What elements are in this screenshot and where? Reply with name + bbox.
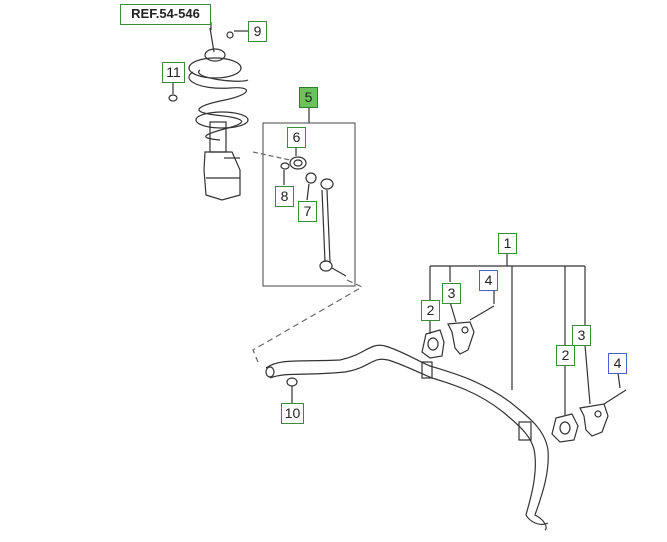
callout-4-left[interactable]: 4 — [479, 270, 498, 291]
callout-10[interactable]: 10 — [281, 403, 304, 424]
callout-3-left[interactable]: 3 — [442, 283, 461, 304]
bracket-right — [579, 389, 627, 437]
callout-11[interactable]: 11 — [162, 62, 185, 83]
callout-8[interactable]: 8 — [275, 186, 294, 207]
callout-9[interactable]: 9 — [248, 21, 267, 42]
callout-4-right[interactable]: 4 — [608, 353, 627, 374]
callout-5[interactable]: 5 — [299, 87, 318, 108]
callout-6[interactable]: 6 — [287, 127, 306, 148]
stabilizer-bar — [265, 344, 549, 531]
bracket-left — [447, 305, 495, 355]
bushing-left — [421, 329, 445, 359]
callout-7[interactable]: 7 — [298, 201, 317, 222]
callout-2-left[interactable]: 2 — [421, 300, 440, 321]
callout-2-right[interactable]: 2 — [556, 345, 575, 366]
callout-3-right[interactable]: 3 — [572, 325, 591, 346]
strut-assembly — [168, 27, 249, 201]
bushing-right — [551, 413, 579, 443]
callout-1[interactable]: 1 — [498, 233, 517, 254]
stabilizer-link — [252, 106, 356, 287]
reference-label[interactable]: REF.54-546 — [120, 4, 211, 25]
